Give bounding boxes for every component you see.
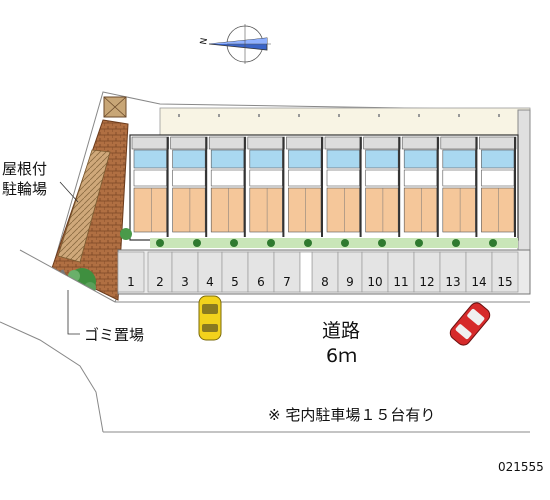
parking-slot (147, 251, 173, 293)
apartment-unit (363, 136, 401, 237)
shrubs (120, 228, 497, 247)
bike-parking-label-line1: 屋根付 (2, 160, 47, 178)
shrub (230, 239, 238, 247)
parking-slot-number: 9 (346, 275, 354, 289)
parking-slot-number: 6 (257, 275, 265, 289)
apartment-unit (247, 136, 285, 237)
shrub (415, 239, 423, 247)
apartment-unit (440, 136, 478, 237)
parking-slot-number: 2 (156, 275, 164, 289)
parking-slot-number: 4 (206, 275, 214, 289)
apartment-unit (208, 136, 247, 237)
parking-slot (311, 251, 339, 293)
parking-note: ※ 宅内駐車場１５台有り (268, 406, 435, 424)
parking-slot (361, 251, 389, 293)
shrub (193, 239, 201, 247)
parking-slot (273, 251, 301, 293)
parking-slot-number: 1 (127, 275, 135, 289)
compass-icon (208, 24, 271, 64)
walkway-markers (178, 114, 500, 117)
shrub (304, 239, 312, 247)
pedestrian-path (299, 251, 313, 293)
road-name-label: 道路 (322, 320, 360, 342)
road-edge-top (19, 249, 530, 303)
parking-slot-number: 11 (393, 275, 408, 289)
shrub (267, 239, 275, 247)
apartment-building (129, 134, 519, 241)
parking-slot-number: 12 (419, 275, 434, 289)
shrub (341, 239, 349, 247)
apartment-unit (286, 136, 324, 237)
image-id: 021555 (498, 460, 544, 474)
bike-parking-label-line2: 駐輪場 (2, 180, 47, 198)
parking-slot (465, 251, 493, 293)
yellow-car-icon (198, 295, 222, 341)
parking-slot (171, 251, 199, 293)
garbage-label: ゴミ置場 (84, 326, 144, 344)
parking-slot (247, 251, 275, 293)
road-edge-left (0, 321, 104, 433)
parking-slot (197, 251, 223, 293)
parking-slot-number: 8 (321, 275, 329, 289)
hedge-strip (150, 238, 518, 248)
parking-slot (387, 251, 415, 293)
north-walkway (159, 107, 531, 137)
shrub (489, 239, 497, 247)
parking-slot-number: 14 (471, 275, 486, 289)
parking-slot-number: 13 (445, 275, 460, 289)
tree (120, 228, 132, 240)
east-fence (517, 109, 531, 251)
apartment-unit (131, 136, 169, 237)
bike-parking-leader (59, 181, 79, 203)
parking-slot-number: 5 (231, 275, 239, 289)
apartment-unit (401, 136, 440, 237)
shrub (378, 239, 386, 247)
road-area (0, 250, 530, 500)
bike-parking-floor (57, 149, 111, 263)
parking-slot-number: 7 (283, 275, 291, 289)
apartment-unit (324, 136, 362, 237)
apartment-unit (479, 136, 517, 237)
compass-north-label: N (199, 37, 210, 45)
parking-slot-number: 10 (367, 275, 382, 289)
road-width-label: 6ｍ (326, 345, 357, 367)
shrub (156, 239, 164, 247)
shrub (452, 239, 460, 247)
parking-slot (491, 251, 519, 293)
parking-slot (117, 251, 145, 293)
red-car-icon (449, 302, 491, 346)
parking-slot (413, 251, 441, 293)
apartment-unit (170, 136, 208, 237)
parking-slot (221, 251, 249, 293)
garbage-leader (67, 290, 80, 335)
parking-slot-number: 3 (181, 275, 189, 289)
parking-slot-number: 15 (497, 275, 512, 289)
